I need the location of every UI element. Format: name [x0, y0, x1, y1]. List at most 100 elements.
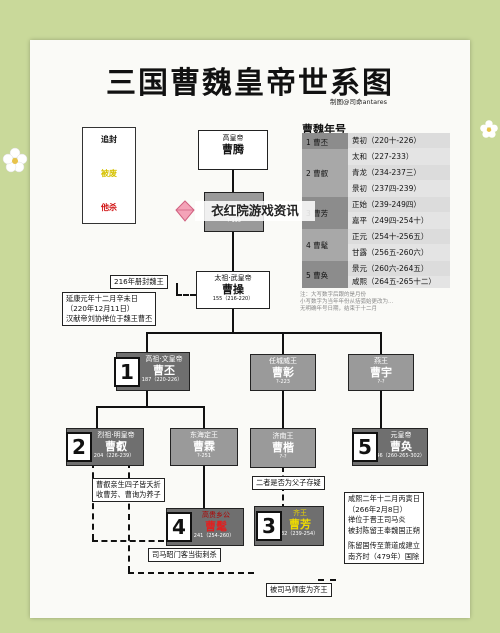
- person-title: 高祖·文皇帝: [145, 355, 183, 363]
- person-name: 曹奂: [390, 440, 412, 453]
- era-emperor: 5 曹奂: [306, 271, 329, 280]
- connector: [96, 406, 204, 408]
- connector: [203, 406, 205, 428]
- note-abdication-han: 延康元年十二月辛未日 （220年12月11日） 汉献帝刘协禅位于魏王曹丕: [62, 292, 157, 326]
- person-name: 曹楷: [272, 441, 294, 454]
- dashed-connector: [176, 283, 178, 295]
- person-title: 太祖·武皇帝: [214, 274, 252, 282]
- person-box-cao-lin: 东海定王 曹霖 ?-251: [170, 428, 238, 466]
- person-title: 东海定王: [190, 431, 218, 439]
- person-name: 曹霖: [193, 440, 215, 453]
- flower-decoration-icon: [480, 120, 498, 138]
- note-line: 陈留国传至萧道成建立: [348, 541, 420, 550]
- note-line: 南齐时（479年）国除: [348, 551, 420, 561]
- person-title: 元皇帝: [390, 431, 412, 439]
- note-assassinated: 司马昭门客当街刺杀: [148, 548, 221, 562]
- flower-decoration-icon: [2, 147, 28, 173]
- era-row: 青龙（234-237三）: [348, 165, 450, 180]
- era-emperor: 4 曹髦: [306, 241, 329, 250]
- dashed-connector: [318, 579, 336, 581]
- era-row: 正始（239-249四）: [348, 197, 450, 212]
- author-credit: 制图@司命antares: [330, 98, 388, 106]
- person-years: 232（239-254）: [277, 531, 319, 537]
- note-line: 禅位于晋王司马炎: [348, 515, 406, 524]
- emperor-number-badge: 5: [352, 432, 378, 462]
- chart-title: 三国曹魏皇帝世系图: [106, 66, 394, 101]
- legend: 追封 被废 他杀: [82, 127, 136, 224]
- era-row: 甘露（256五-260六）: [352, 248, 429, 257]
- era-heading: 曹魏年号: [302, 123, 346, 136]
- emperor-number-badge: 3: [256, 511, 282, 541]
- person-years: 241（254-260）: [193, 533, 235, 539]
- connector: [282, 332, 284, 354]
- person-name: 曹腾: [222, 143, 244, 156]
- era-emperor: 1 曹丕: [306, 138, 329, 147]
- dashed-connector: [128, 572, 254, 574]
- connector: [380, 332, 382, 354]
- era-footnote: 注：大写数字后跟的是月份 小写数字为当年年份从括弧始更改为... 无明确年号日期…: [300, 292, 394, 312]
- person-box-cao-yu: 燕王 曹宇 ?-?: [348, 354, 414, 391]
- person-title: 高贵乡公: [202, 511, 230, 519]
- watermark-text: 衣红院游戏资讯: [195, 201, 315, 221]
- person-box-cao-cao: 太祖·武皇帝 曹操 155（216-220）: [196, 271, 270, 309]
- dashed-connector: [176, 294, 196, 296]
- person-name: 曹丕: [153, 364, 175, 377]
- emperor-number-badge: 4: [166, 512, 192, 542]
- note-line: 咸熙二年十二月丙寅日: [348, 494, 420, 503]
- note-line: 曹叡亲生四子皆夭折: [96, 480, 161, 489]
- note-line: 收曹芳、曹询为养子: [96, 490, 161, 499]
- era-row: 太和（227-233）: [352, 152, 414, 161]
- legend-item-posthumous: 追封: [101, 135, 117, 144]
- note-line: 被封陈留王奉魏国正朔: [348, 525, 420, 535]
- kite-icon: [175, 200, 195, 222]
- person-box-cao-kai: 济南王 曹楷 ?-?: [250, 428, 316, 468]
- person-title: 齐王: [293, 509, 307, 517]
- person-years: 246（260-265-302）: [373, 453, 425, 459]
- connector: [380, 388, 382, 428]
- era-row: 景元（260六-264五）: [348, 261, 450, 276]
- person-name: 曹操: [222, 283, 244, 296]
- note-line: 延康元年十二月辛未日: [66, 294, 138, 303]
- era-row: 景初（237四-239）: [352, 184, 421, 193]
- dashed-connector: [128, 462, 130, 572]
- person-years: ?-223: [275, 379, 290, 385]
- connector: [146, 332, 382, 334]
- person-years: ?-251: [196, 453, 211, 459]
- person-name: 曹叡: [105, 440, 127, 453]
- connector: [146, 388, 148, 408]
- legend-item-deposed: 被废: [101, 169, 117, 178]
- dashed-connector: [92, 540, 164, 542]
- era-emperor: 3 曹芳: [306, 209, 329, 218]
- person-title: 烈祖·明皇帝: [97, 431, 135, 439]
- legend-item-killed: 他杀: [101, 203, 117, 212]
- person-title: 任城威王: [269, 357, 297, 365]
- connector: [146, 332, 148, 352]
- note-abdication-jin: 咸熙二年十二月丙寅日 （266年2月8日） 禅位于晋王司马炎 被封陈留王奉魏国正…: [344, 492, 424, 564]
- era-row: 咸熙（264五-265十二）: [352, 277, 436, 286]
- emperor-number-badge: 2: [66, 432, 92, 462]
- note-line: （266年2月8日）: [348, 504, 407, 514]
- connector: [232, 306, 234, 334]
- era-table: 1 曹丕 2 曹叡 3 曹芳 4 曹髦 5 曹奂 黄初（220十-226） 太和…: [302, 133, 450, 288]
- person-name: 曹彰: [272, 366, 294, 379]
- connector: [282, 388, 284, 428]
- person-title: 济南王: [272, 432, 294, 440]
- note-line: （220年12月11日）: [66, 304, 134, 313]
- person-name: 曹宇: [370, 366, 392, 379]
- era-row: 黄初（220十-226）: [348, 133, 450, 148]
- person-years: ?-193: [226, 218, 241, 224]
- person-box-cao-teng: 高皇帝 曹腾: [198, 130, 268, 170]
- era-row: 嘉平（249四-254十）: [352, 216, 429, 225]
- person-years: 187（220-226）: [141, 377, 183, 383]
- person-title: 燕王: [374, 357, 388, 365]
- note-king-of-wei: 216年册封魏王: [110, 275, 168, 289]
- era-row: 正元（254十-256五）: [348, 229, 450, 244]
- person-name: 曹芳: [289, 518, 311, 531]
- person-years: ?-?: [377, 379, 385, 385]
- person-title: 高皇帝: [222, 134, 244, 142]
- note-deposed-qi: 被司马师废为齐王: [266, 583, 332, 597]
- connector: [96, 406, 98, 428]
- note-line: 汉献帝刘协禅位于魏王曹丕: [66, 314, 153, 323]
- connector: [203, 466, 205, 508]
- person-name: 曹髦: [205, 520, 227, 533]
